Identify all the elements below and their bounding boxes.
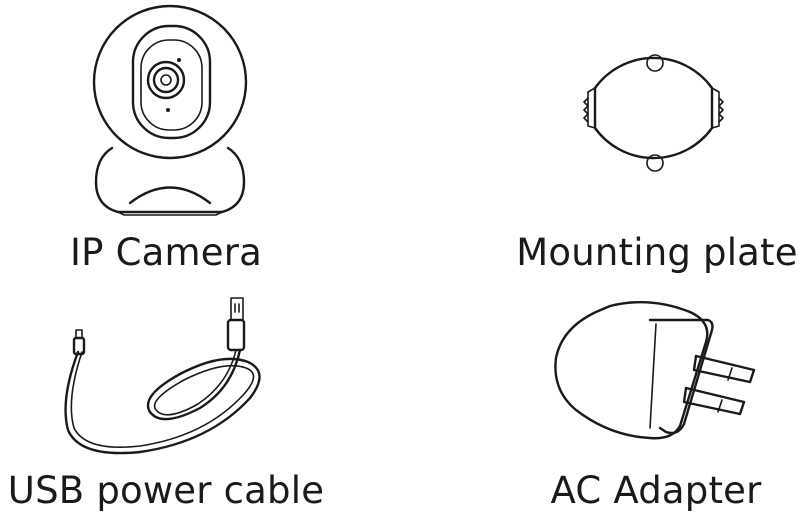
item-ac-adapter: AC Adapter [500, 280, 800, 529]
item-label: Mounting plate [516, 231, 798, 274]
item-label: USB power cable [7, 469, 325, 512]
item-usb-cable: USB power cable [0, 280, 330, 529]
item-mounting-plate: Mounting plate [500, 0, 800, 280]
mounting-plate-icon [583, 54, 724, 172]
ip-camera-icon [92, 4, 248, 216]
item-ip-camera: IP Camera [0, 0, 330, 280]
item-label: AC Adapter [550, 469, 762, 512]
ac-adapter-icon [554, 300, 756, 440]
usb-cable-icon [64, 297, 261, 455]
item-label: IP Camera [70, 231, 262, 274]
